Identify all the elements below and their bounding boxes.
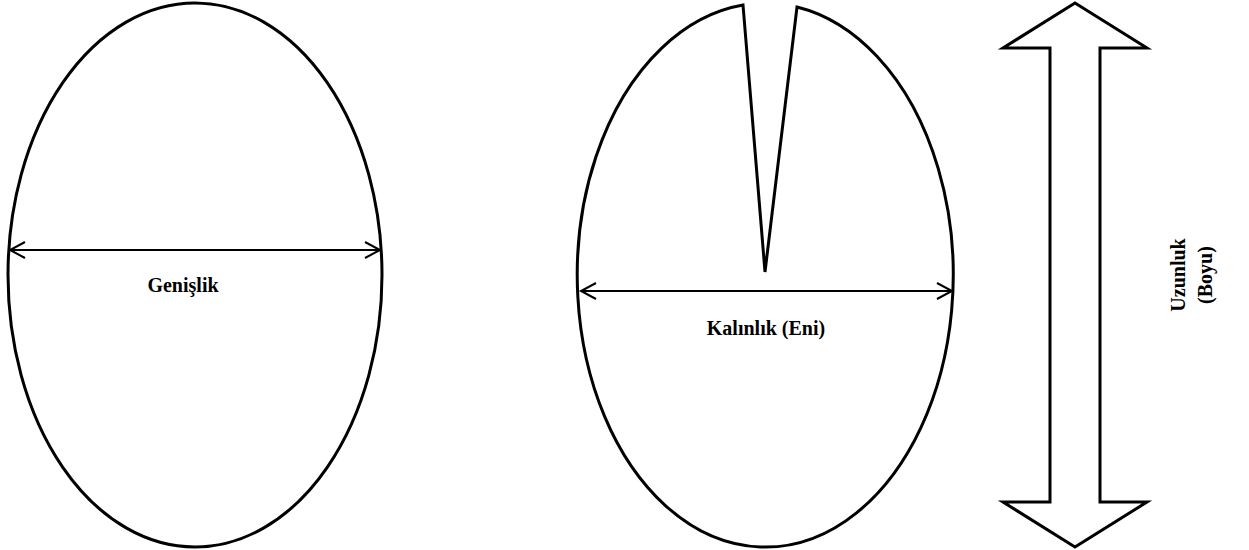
seed-outline — [576, 1, 956, 549]
seed-thickness-view: Kalınlık (Eni) — [576, 1, 956, 549]
length-label: Uzunluk (Boyu) — [1165, 230, 1219, 320]
double-arrow — [1003, 3, 1147, 547]
dimension-label: Genişlik — [147, 273, 218, 297]
dimension-label: Kalınlık (Eni) — [707, 316, 825, 340]
seed-width-view: Genişlik — [6, 1, 384, 549]
